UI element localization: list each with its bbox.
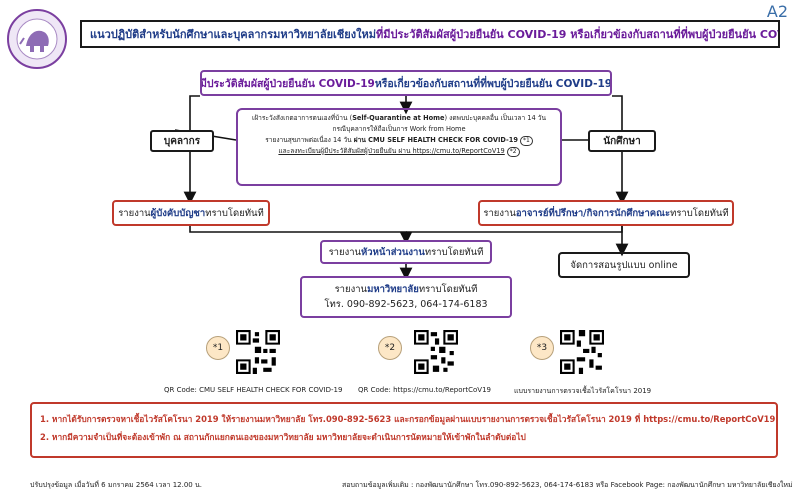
qr-code-icon[interactable] <box>560 330 604 374</box>
instruction-line-2: กรณีบุคลากรให้ถือเป็นการ Work from Home <box>332 125 466 133</box>
contact-info: สอบถามข้อมูลเพิ่มเติม : กองพัฒนานักศึกษา… <box>342 481 793 489</box>
qr-badge-1: *1 <box>206 336 230 360</box>
exposure-headline: มีประวัติสัมผัสผู้ป่วยยืนยัน COVID-19 หร… <box>200 70 612 96</box>
notice-line-1: 1. หากได้รับการตรวจหาเชื้อไวรัสโคโรนา 20… <box>40 410 776 428</box>
important-notice: 1. หากได้รับการตรวจหาเชื้อไวรัสโคโรนา 20… <box>30 402 778 458</box>
update-date: ปรับปรุงข้อมูล เมื่อวันที่ 6 มกราคม 2564… <box>30 481 202 489</box>
report-advisor-box: รายงานอาจารย์ที่ปรึกษา/กิจการนักศึกษาคณะ… <box>478 200 734 226</box>
headline-part-2: หรือเกี่ยวข้องกับสถานที่ที่พบผู้ป่วยยืนย… <box>374 77 612 90</box>
page-title: แนวปฏิบัติสำหรับนักศึกษาและบุคลากรมหาวิท… <box>80 20 780 48</box>
headline-part-1: มีประวัติสัมผัสผู้ป่วยยืนยัน COVID-19 <box>200 77 375 90</box>
page-tag: A2 <box>766 2 788 21</box>
university-phone: โทร. 090-892-5623, 064-174-6183 <box>324 299 488 310</box>
qr-label-2: QR Code: https://cmu.to/ReportCoV19 <box>358 386 491 394</box>
instruction-line-3: รายงานสุขภาพต่อเนื่อง 14 วัน ผ่าน CMU SE… <box>246 135 552 146</box>
title-part-1: แนวปฏิบัติสำหรับนักศึกษาและบุคลากรมหาวิท… <box>90 28 376 41</box>
report-university-box: รายงานมหาวิทยาลัยทราบโดยทันที โทร. 090-8… <box>300 276 512 318</box>
qr-label-3: แบบรายงานการตรวจเชื้อไวรัสโคโรนา 2019 <box>514 387 652 395</box>
qr-code-icon[interactable] <box>236 330 280 374</box>
notice-line-2: 2. หากมีความจำเป็นที่จะต้องเข้าพัก ณ สถา… <box>40 432 526 442</box>
qr-badge-2: *2 <box>378 336 402 360</box>
self-quarantine-instructions: เฝ้าระวังสังเกตอาการตนเองที่บ้าน (Self-Q… <box>236 108 562 186</box>
report-supervisor-box: รายงานผู้บังคับบัญชาทราบโดยทันที <box>112 200 270 226</box>
instruction-line-1: เฝ้าระวังสังเกตอาการตนเองที่บ้าน (Self-Q… <box>252 114 546 122</box>
online-teaching-box: จัดการสอนรูปแบบ online <box>558 252 690 278</box>
staff-box: บุคลากร <box>150 130 214 152</box>
report-head-box: รายงานหัวหน้าส่วนงานทราบโดยทันที <box>320 240 492 264</box>
title-part-2: ที่มีประวัติสัมผัสผู้ป่วยยืนยัน COVID-19… <box>375 28 780 41</box>
qr-badge-3: *3 <box>530 336 554 360</box>
university-logo <box>7 9 67 69</box>
qr-code-icon[interactable] <box>414 330 458 374</box>
student-box: นักศึกษา <box>588 130 656 152</box>
instruction-line-4: และลงทะเบียนผู้มีประวัติสัมผัสผู้ป่วยยืน… <box>246 146 552 157</box>
qr-label-1: QR Code: CMU SELF HEALTH CHECK FOR COVID… <box>164 386 343 394</box>
